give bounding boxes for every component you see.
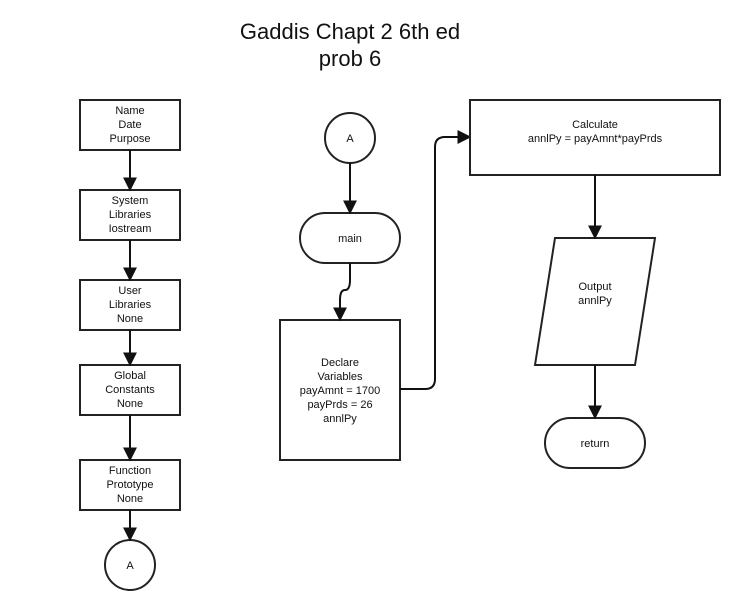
- global-label: Global: [114, 370, 146, 382]
- annlpy-declare-label: annlPy: [323, 413, 357, 425]
- constants-label: Constants: [105, 384, 155, 396]
- arrow-declare-to-calculate: [400, 130, 472, 390]
- global-constants-box: Global Constants None: [79, 364, 181, 416]
- purpose-label: Purpose: [110, 133, 151, 145]
- connector-a-top-label: A: [346, 133, 354, 145]
- calculate-formula-label: annlPy = payAmnt*payPrds: [528, 133, 663, 145]
- prototype-none-label: None: [117, 493, 143, 505]
- prototype-label: Prototype: [106, 479, 153, 491]
- payprds-label: payPrds = 26: [307, 399, 372, 411]
- declare-variables-box: Declare Variables payAmnt = 1700 payPrds…: [279, 319, 401, 461]
- user-libraries-label: Libraries: [109, 299, 152, 311]
- return-terminal: return: [544, 417, 646, 469]
- main-terminal: main: [299, 212, 401, 264]
- name-label: Name: [115, 105, 144, 117]
- main-label: main: [338, 233, 362, 245]
- return-label: return: [581, 438, 610, 450]
- libraries-label: Libraries: [109, 209, 152, 221]
- user-libraries-box: User Libraries None: [79, 279, 181, 331]
- constants-none-label: None: [117, 398, 143, 410]
- function-label: Function: [109, 465, 151, 477]
- declare-label: Declare: [321, 357, 359, 369]
- calculate-label: Calculate: [572, 119, 618, 131]
- connector-a-bottom: A: [104, 539, 156, 591]
- output-annlpy-label: annlPy: [578, 295, 612, 307]
- calculate-box: Calculate annlPy = payAmnt*payPrds: [469, 99, 721, 176]
- variables-label: Variables: [317, 371, 363, 383]
- output-label: Output: [578, 281, 611, 293]
- system-libraries-box: System Libraries Iostream: [79, 189, 181, 241]
- payamnt-label: payAmnt = 1700: [300, 385, 380, 397]
- function-prototype-box: Function Prototype None: [79, 459, 181, 511]
- name-date-purpose-box: Name Date Purpose: [79, 99, 181, 151]
- output-parallelogram: Output annlPy: [533, 237, 657, 366]
- diagram-title-line-1: Gaddis Chapt 2 6th ed: [240, 19, 460, 44]
- diagram-title-line-2: prob 6: [319, 46, 381, 71]
- user-label: User: [118, 285, 142, 297]
- connector-a-top: A: [324, 112, 376, 164]
- iostream-label: Iostream: [109, 223, 152, 235]
- arrow-main-to-declare: [333, 263, 351, 322]
- user-none-label: None: [117, 313, 143, 325]
- connector-a-bottom-label: A: [126, 560, 134, 572]
- system-label: System: [112, 195, 149, 207]
- date-label: Date: [118, 119, 141, 131]
